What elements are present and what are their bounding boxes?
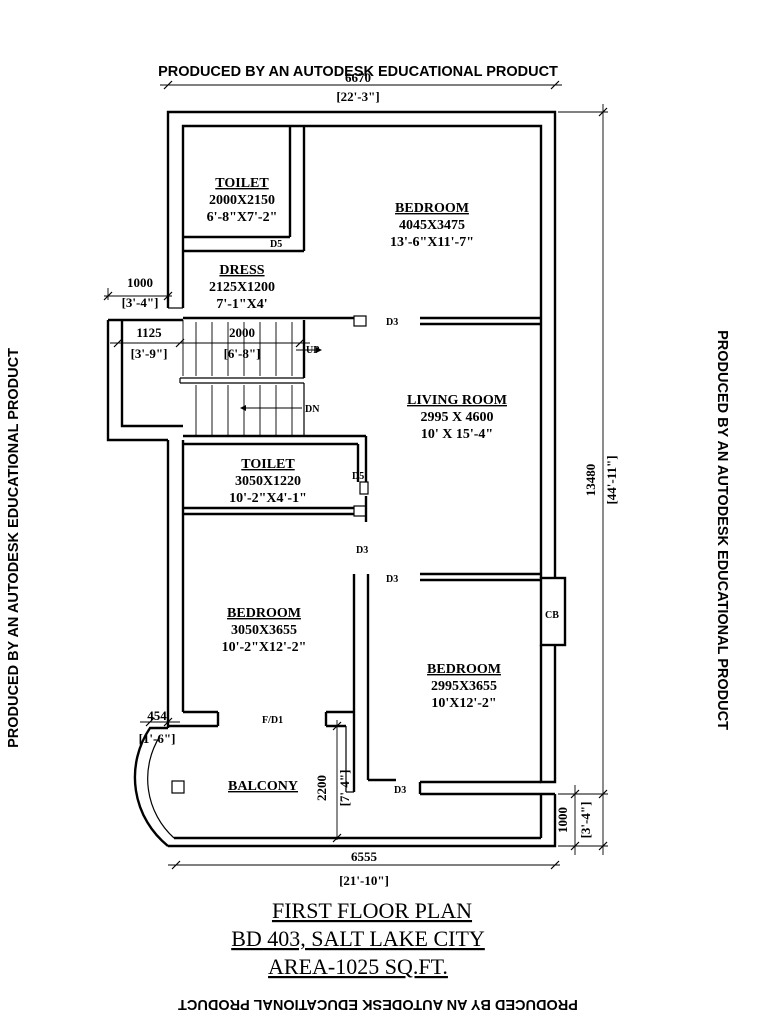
title-line-2: BD 403, SALT LAKE CITY xyxy=(231,926,485,951)
watermark-right: PRODUCED BY AN AUTODESK EDUCATIONAL PROD… xyxy=(714,330,730,730)
room-name: BEDROOM xyxy=(395,201,469,216)
watermark-left: PRODUCED BY AN AUTODESK EDUCATIONAL PROD… xyxy=(6,348,22,748)
watermark-top: PRODUCED BY AN AUTODESK EDUCATIONAL PROD… xyxy=(158,64,558,80)
outer-walls xyxy=(106,110,567,784)
room-size-ft: 6'-8"X7'-2" xyxy=(207,210,278,225)
dim-top-mm: 6670 xyxy=(345,70,371,85)
dim-stair-1125: 1125 xyxy=(136,325,162,340)
room-toilet-top: TOILET 2000X2150 6'-8"X7'-2" xyxy=(207,176,278,225)
dim-top-ft: [22'-3"] xyxy=(336,89,379,104)
room-size-ft: 10'-2"X4'-1" xyxy=(229,491,307,506)
dim-balcony-454: 454 xyxy=(147,708,167,723)
room-size-mm: 2995X3655 xyxy=(431,679,497,694)
door-label-d5-top: D5 xyxy=(270,239,282,250)
cupboard-label: CB xyxy=(545,610,559,621)
dim-stair-1125-ft: [3'-9"] xyxy=(131,346,168,361)
title-line-3: AREA-1025 SQ.FT. xyxy=(268,954,448,979)
door-label-d3-b: D3 xyxy=(356,545,368,556)
room-size-mm: 3050X1220 xyxy=(235,474,301,489)
dim-stair-2000-ft: [6'-8"] xyxy=(224,346,261,361)
room-bedroom-top: BEDROOM 4045X3475 13'-6"X11'-7" xyxy=(390,201,474,250)
dim-balcony-454-ft: [1'-6"] xyxy=(139,731,176,746)
stair-treads xyxy=(182,320,322,436)
room-name: LIVING ROOM xyxy=(407,393,507,408)
balcony-outline xyxy=(133,726,557,848)
stair-down-label: DN xyxy=(305,404,320,415)
dim-balcony-2200: 2200 xyxy=(314,775,329,801)
title-line-1: FIRST FLOOR PLAN xyxy=(272,898,472,923)
dim-right-ft: [44'-11"] xyxy=(604,455,619,504)
room-size-mm: 2995 X 4600 xyxy=(420,410,493,425)
watermark-bottom: PRODUCED BY AN AUTODESK EDUCATIONAL PROD… xyxy=(178,996,578,1012)
interior-walls xyxy=(168,126,555,796)
room-size-ft: 10' X 15'-4" xyxy=(421,427,493,442)
room-name: TOILET xyxy=(241,457,295,472)
room-name: BEDROOM xyxy=(427,662,501,677)
room-name: DRESS xyxy=(219,263,264,278)
room-living: LIVING ROOM 2995 X 4600 10' X 15'-4" xyxy=(407,393,507,442)
room-name: BEDROOM xyxy=(227,606,301,621)
room-dress: DRESS 2125X1200 7'-1"X4' xyxy=(209,263,275,312)
room-name: TOILET xyxy=(215,176,269,191)
dim-balcony-2200-ft: [7'-4"] xyxy=(337,770,352,807)
stair-up-label: UP xyxy=(306,345,319,356)
dim-right-1000-ft: [3'-4"] xyxy=(578,802,593,839)
room-balcony: BALCONY xyxy=(228,779,298,794)
dim-stair-2000: 2000 xyxy=(229,325,255,340)
door-label-d3-c: D3 xyxy=(386,574,398,585)
room-size-ft: 10'-2"X12'-2" xyxy=(222,640,307,655)
door-label-d5-mid: D5 xyxy=(352,471,364,482)
dim-left-1000: 1000 xyxy=(127,275,153,290)
room-bedroom-left: BEDROOM 3050X3655 10'-2"X12'-2" xyxy=(222,606,307,655)
room-size-mm: 3050X3655 xyxy=(231,623,297,638)
dim-bottom-ft: [21'-10"] xyxy=(339,873,389,888)
door-label-d3-d: D3 xyxy=(394,785,406,796)
room-bedroom-right: BEDROOM 2995X3655 10'X12'-2" xyxy=(427,662,501,711)
dim-right-mm: 13480 xyxy=(583,464,598,497)
room-size-ft: 7'-1"X4' xyxy=(216,297,267,312)
door-label-fd1: F/D1 xyxy=(262,715,283,726)
dim-bottom-mm: 6555 xyxy=(351,849,378,864)
room-size-mm: 2000X2150 xyxy=(209,193,275,208)
room-size-mm: 4045X3475 xyxy=(399,218,465,233)
room-size-ft: 13'-6"X11'-7" xyxy=(390,235,474,250)
door-label-d3-a: D3 xyxy=(386,317,398,328)
dim-right-1000: 1000 xyxy=(555,807,570,833)
room-size-ft: 10'X12'-2" xyxy=(431,696,496,711)
dimension-lines xyxy=(103,80,608,870)
dim-left-1000-ft: [3'-4"] xyxy=(122,295,159,310)
room-size-mm: 2125X1200 xyxy=(209,280,275,295)
room-toilet-mid: TOILET 3050X1220 10'-2"X4'-1" xyxy=(229,457,307,506)
